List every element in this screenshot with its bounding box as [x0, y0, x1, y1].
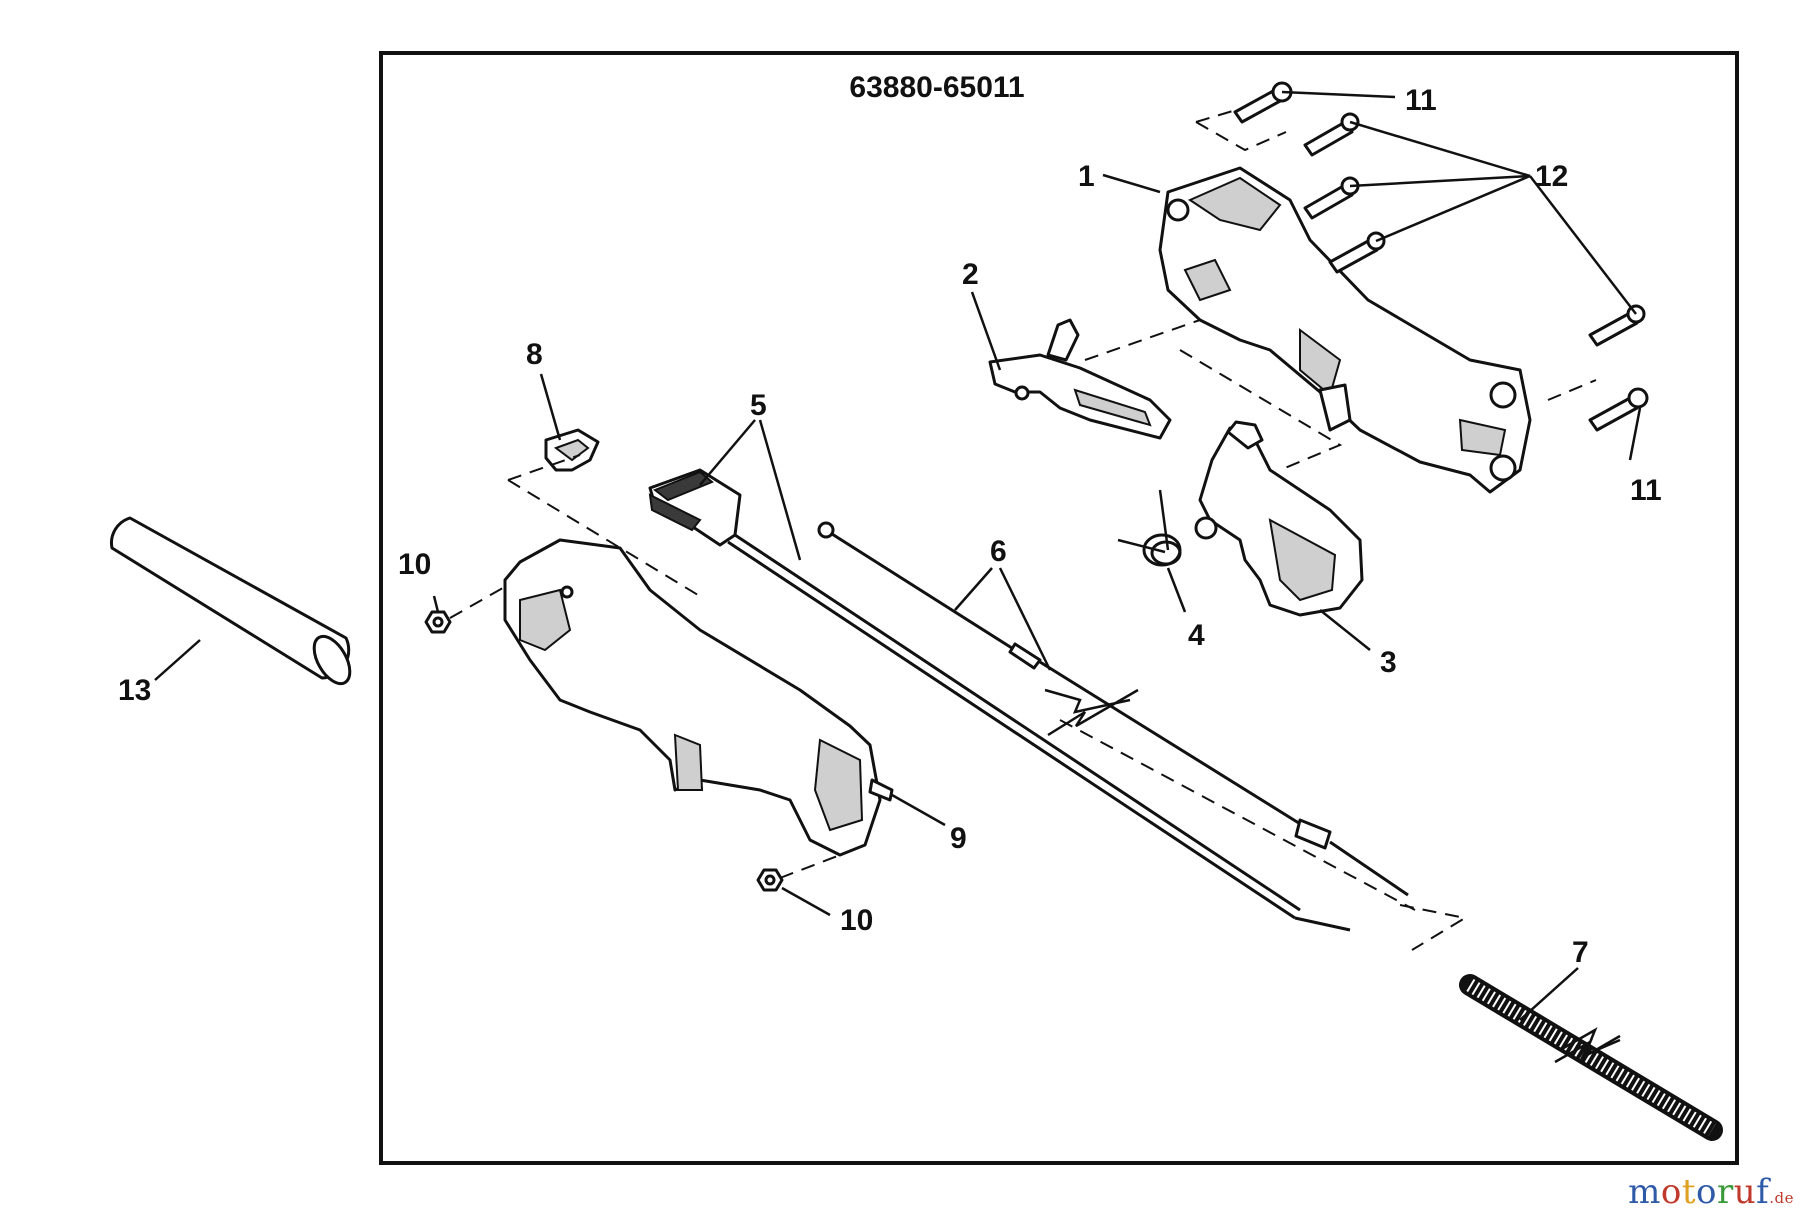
upper-handle-housing-part [1158, 166, 1532, 494]
switch-assembly-part [648, 468, 1351, 932]
screw-11-bottom [1588, 387, 1649, 432]
watermark-letter: r [1716, 1172, 1734, 1212]
callout-3: 3 [1380, 646, 1397, 679]
callout-labels: 1 2 3 4 5 6 7 8 9 10 10 11 11 12 13 [118, 84, 1662, 969]
callout-2: 2 [962, 258, 979, 291]
lockout-lever-part [1194, 420, 1364, 617]
callout-9: 9 [950, 822, 967, 855]
callout-6: 6 [990, 535, 1007, 568]
nut-10-lower [756, 868, 784, 892]
torsion-spring-part [1117, 489, 1182, 567]
screw-12-b [1303, 176, 1360, 220]
throttle-lever-part [988, 318, 1172, 440]
watermark-logo: motoruf.de [1628, 1172, 1794, 1212]
watermark-letter: t [1681, 1172, 1696, 1212]
assembly-dashed-lines [449, 109, 1597, 951]
watermark-suffix: .de [1769, 1189, 1794, 1207]
callout-8: 8 [526, 338, 543, 371]
callout-4: 4 [1188, 619, 1205, 652]
diagram-frame [379, 51, 1739, 1165]
watermark-letter: o [1660, 1172, 1682, 1212]
part-number-title: 63880-65011 [849, 71, 1024, 104]
watermark-letter: u [1733, 1172, 1757, 1212]
nut-10-upper [424, 610, 452, 634]
callout-7: 7 [1572, 936, 1589, 969]
callout-11-top: 11 [1405, 84, 1437, 117]
callout-10-upper: 10 [398, 548, 431, 581]
callout-11-bottom: 11 [1630, 474, 1662, 507]
throttle-cable-part [817, 521, 1409, 897]
watermark-letter: o [1696, 1172, 1717, 1212]
watermark-letter: m [1628, 1172, 1661, 1212]
callout-10-lower: 10 [840, 904, 873, 937]
callout-13: 13 [118, 674, 151, 707]
callout-12: 12 [1535, 160, 1568, 193]
watermark-letter: f [1756, 1172, 1770, 1212]
screw-12-c [1328, 231, 1386, 274]
protective-coil-part [1459, 974, 1723, 1141]
callout-5: 5 [750, 389, 767, 422]
lower-handle-housing-part [503, 538, 894, 857]
callout-1: 1 [1078, 160, 1095, 193]
screw-12-a [1303, 112, 1360, 157]
leader-lines [154, 90, 1642, 1021]
break-marks [1047, 688, 1621, 1064]
grip-sleeve-part [110, 516, 352, 686]
screw-11-top [1233, 81, 1293, 124]
watermark-letters: motoruf [1628, 1172, 1769, 1212]
